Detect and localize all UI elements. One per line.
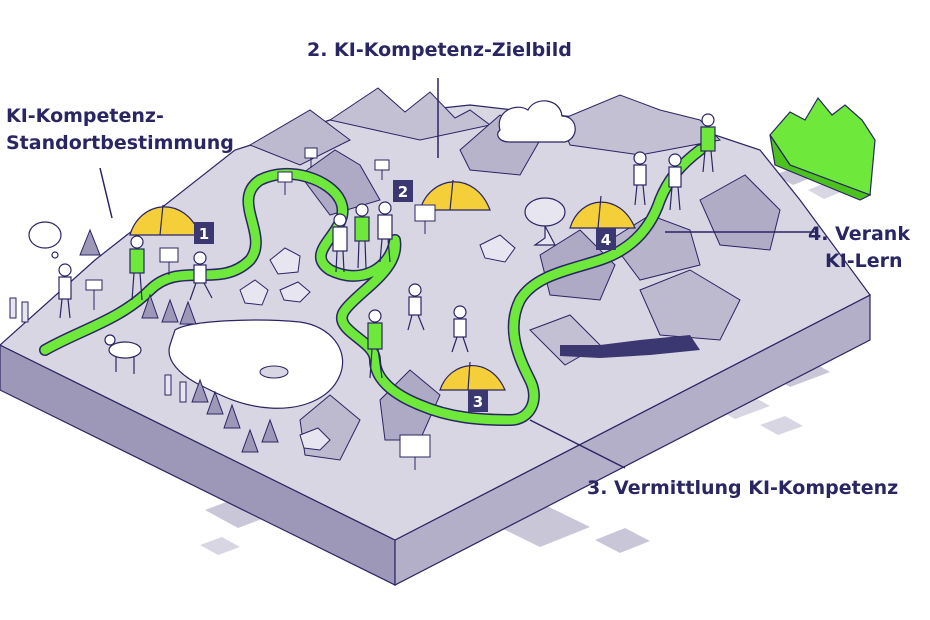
- label-step2: 2. KI-Kompetenz-Zielbild: [307, 37, 572, 64]
- person-icon: [407, 283, 469, 353]
- green-mountain-icon: [769, 96, 876, 201]
- person-icon: [633, 113, 716, 211]
- label-step4-line2: KI-Lern: [825, 250, 903, 272]
- marker-2: 2: [393, 180, 413, 202]
- cloud-icon: [497, 100, 576, 143]
- tent-icon: [419, 179, 491, 211]
- person-icon: [189, 251, 213, 301]
- rock-icon: [239, 234, 516, 451]
- label-step1-line1: KI-Kompetenz-: [6, 105, 164, 127]
- label-step3: 3. Vermittlung KI-Kompetenz: [587, 475, 898, 502]
- label-step4-line1: 4. Verank: [808, 223, 910, 245]
- marker-3-number: 3: [473, 393, 483, 411]
- marker-2-number: 2: [398, 183, 408, 201]
- label-step1-line2: Standortbestimmung: [6, 132, 234, 154]
- mountain-range: [248, 87, 781, 461]
- marker-4-number: 4: [601, 231, 611, 249]
- tree-icon: [79, 228, 279, 453]
- leader-lines: [99, 78, 815, 469]
- label-step3-line1: 3. Vermittlung KI-Kompetenz: [587, 477, 899, 499]
- person-icon: [367, 309, 383, 379]
- person-icon: [58, 263, 72, 319]
- marker-3: 3: [468, 390, 488, 412]
- thought-bubble-icon: [28, 221, 62, 259]
- person-icon: [129, 235, 145, 301]
- signpost-icon: [85, 147, 436, 470]
- tent-icon: [439, 361, 506, 391]
- label-step2-line1: 2. KI-Kompetenz-Zielbild: [307, 39, 572, 61]
- marker-1-number: 1: [199, 225, 209, 243]
- tent-icon: [569, 195, 636, 229]
- crevasse: [560, 335, 700, 358]
- label-step4: 4. Verank KI-Lern: [808, 221, 910, 275]
- marker-4: 4: [596, 228, 616, 250]
- dog-icon: [104, 334, 142, 374]
- marker-1: 1: [194, 222, 214, 244]
- fence: [9, 297, 187, 403]
- satellite-dish-icon: [524, 197, 566, 246]
- label-step1: KI-Kompetenz- Standortbestimmung: [6, 103, 234, 157]
- person-icon: [332, 201, 393, 273]
